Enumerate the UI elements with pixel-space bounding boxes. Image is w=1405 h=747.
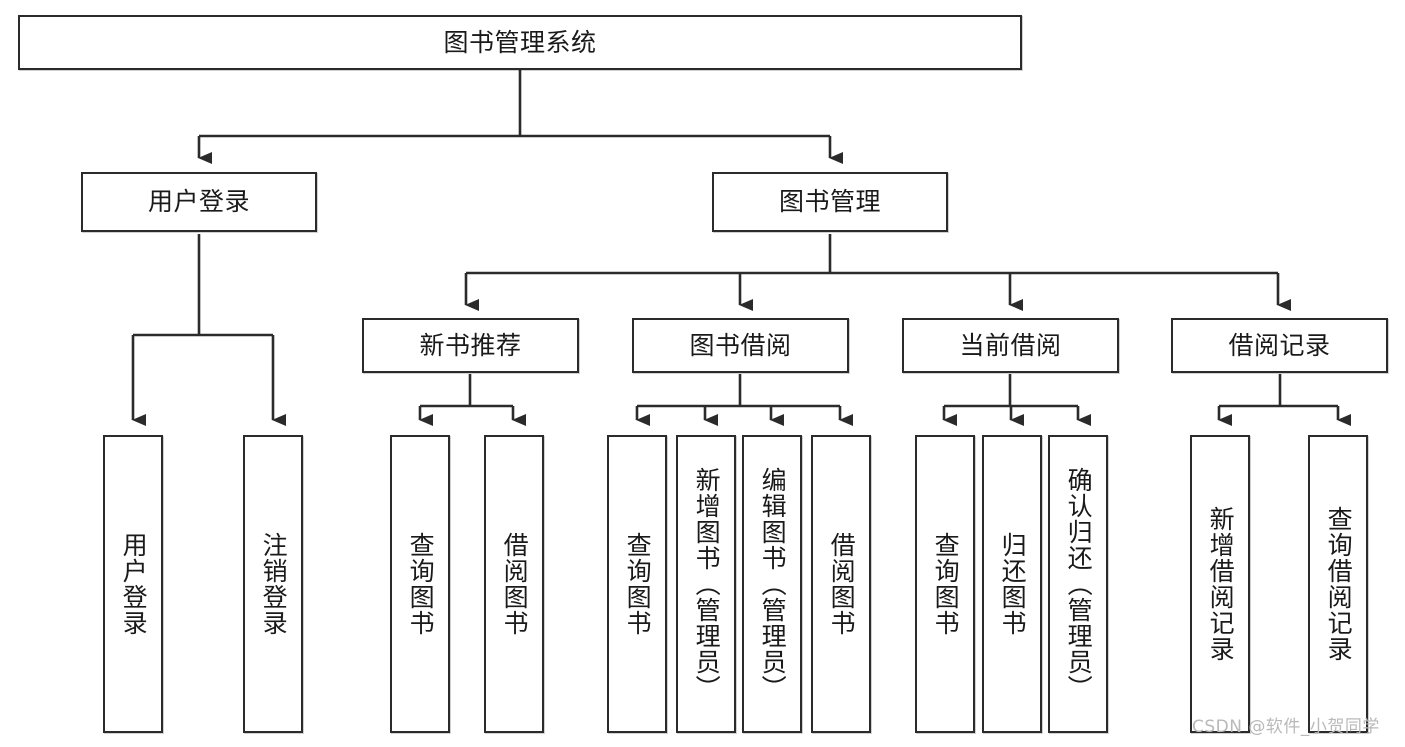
node-current-borrow[interactable]: 当前借阅	[902, 318, 1119, 373]
node-leaf-add-record[interactable]: 新增借阅记录	[1190, 435, 1250, 733]
node-leaf-query-book-2[interactable]: 查询图书	[607, 435, 667, 733]
node-label: 借阅图书	[500, 532, 530, 636]
node-label: 查询借阅记录	[1324, 506, 1354, 662]
node-root[interactable]: 图书管理系统	[18, 15, 1022, 70]
node-leaf-return-book[interactable]: 归还图书	[982, 435, 1042, 733]
node-leaf-borrow-book-1[interactable]: 借阅图书	[484, 435, 544, 733]
node-leaf-add-book[interactable]: 新增图书（管理员）	[676, 435, 736, 733]
node-leaf-query-book-3[interactable]: 查询图书	[915, 435, 975, 733]
watermark-text: CSDN @软件_小贺同学	[1192, 717, 1380, 737]
node-leaf-edit-book[interactable]: 编辑图书（管理员）	[742, 435, 802, 733]
node-leaf-logout[interactable]: 注销登录	[243, 435, 303, 733]
node-leaf-borrow-book-2[interactable]: 借阅图书	[811, 435, 871, 733]
node-label: 编辑图书（管理员）	[758, 467, 788, 701]
node-label: 图书管理系统	[443, 27, 597, 57]
node-label: 查询图书	[931, 532, 961, 636]
node-borrow-record[interactable]: 借阅记录	[1171, 318, 1388, 373]
node-label: 归还图书	[998, 532, 1028, 636]
node-user-login[interactable]: 用户登录	[81, 172, 317, 232]
node-label: 新书推荐	[419, 330, 522, 360]
node-leaf-user-login[interactable]: 用户登录	[103, 435, 163, 733]
node-label: 借阅图书	[827, 532, 857, 636]
node-label: 查询图书	[623, 532, 653, 636]
node-label: 注销登录	[259, 532, 289, 636]
node-leaf-confirm-return[interactable]: 确认归还（管理员）	[1048, 435, 1108, 733]
node-label: 借阅记录	[1228, 330, 1331, 360]
node-label: 用户登录	[147, 187, 250, 216]
node-new-book-recommend[interactable]: 新书推荐	[362, 318, 579, 373]
node-label: 确认归还（管理员）	[1064, 467, 1094, 701]
node-leaf-query-book-1[interactable]: 查询图书	[390, 435, 450, 733]
node-label: 图书管理	[778, 187, 881, 216]
node-book-manage[interactable]: 图书管理	[712, 172, 948, 232]
node-label: 用户登录	[119, 532, 149, 636]
node-label: 新增借阅记录	[1206, 506, 1236, 662]
node-label: 查询图书	[406, 532, 436, 636]
node-label: 新增图书（管理员）	[692, 467, 722, 701]
node-label: 当前借阅	[959, 330, 1062, 360]
node-book-borrow[interactable]: 图书借阅	[632, 318, 849, 373]
node-leaf-query-record[interactable]: 查询借阅记录	[1308, 435, 1368, 733]
node-label: 图书借阅	[689, 330, 792, 360]
